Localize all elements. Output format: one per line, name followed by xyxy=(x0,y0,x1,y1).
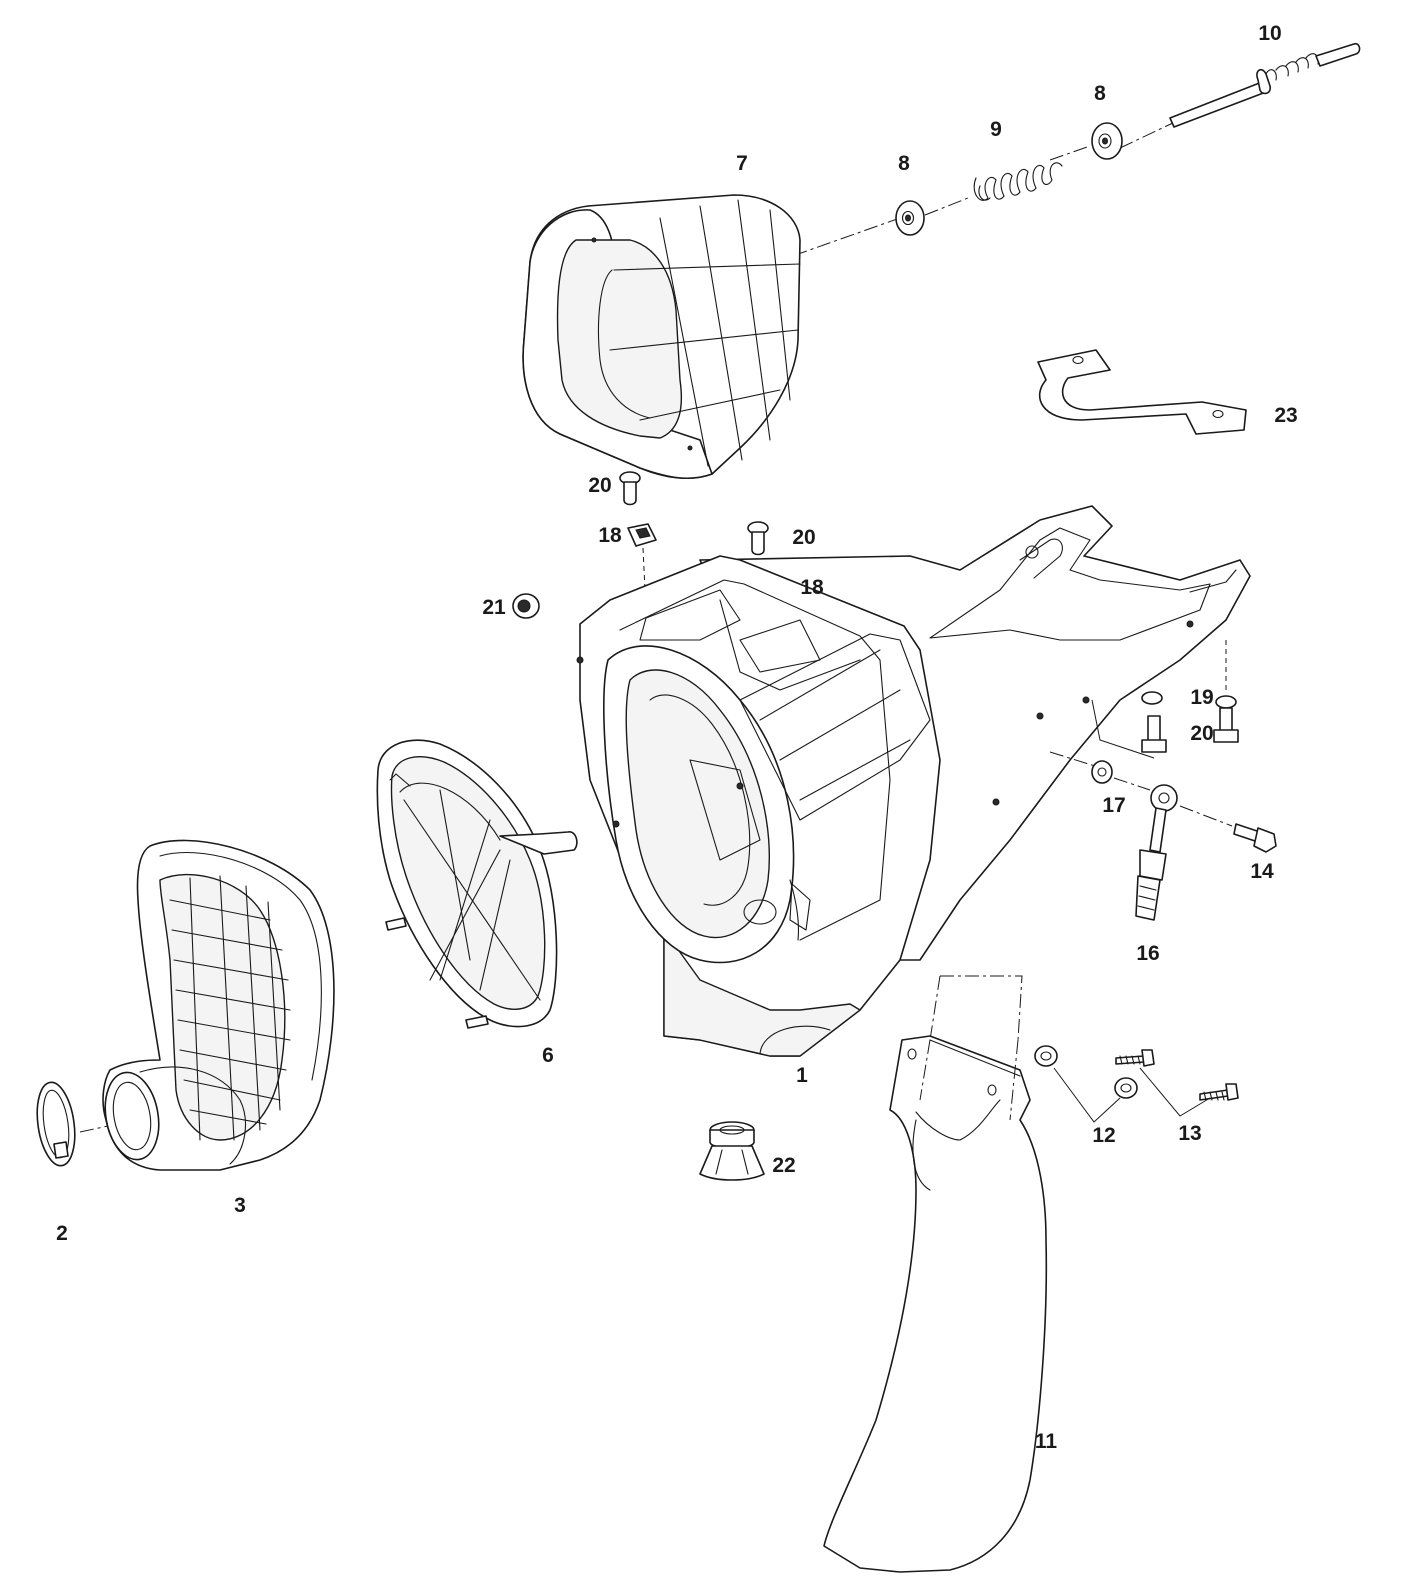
part-11-mud-flap xyxy=(823,975,1048,1573)
callout-8-upper: 8 xyxy=(1094,82,1106,105)
part-1-airbox-housing xyxy=(576,505,1251,1057)
part-12-nut-b xyxy=(1114,1077,1138,1099)
part-8-washer-upper xyxy=(1091,122,1123,160)
part-13-bolt-a xyxy=(1115,1049,1155,1067)
part-19-cap xyxy=(1141,691,1163,705)
part-13-bolt-b xyxy=(1199,1083,1239,1101)
part-20-screw-a xyxy=(619,471,641,506)
part-9-spring xyxy=(924,145,1091,216)
callout-labels: 1 2 3 6 7 8 8 9 10 11 12 13 14 16 17 18 … xyxy=(56,22,1298,1453)
callout-2: 2 xyxy=(56,1222,68,1245)
part-17-spacer xyxy=(1049,751,1113,784)
part-20-screw-b xyxy=(747,521,769,556)
part-3-intake-boot xyxy=(102,839,335,1171)
part-6-filter-cage xyxy=(376,739,578,1029)
callout-9: 9 xyxy=(990,118,1002,141)
callout-17: 17 xyxy=(1102,794,1125,817)
callout-20-top: 20 xyxy=(588,474,611,497)
callout-14: 14 xyxy=(1250,860,1274,883)
callout-18-left: 18 xyxy=(598,524,622,547)
callout-16: 16 xyxy=(1136,942,1159,965)
part-12-nut-a xyxy=(1034,1045,1058,1067)
callout-7: 7 xyxy=(736,152,748,175)
part-20-screw-d xyxy=(1213,640,1239,743)
part-22-drain-valve xyxy=(699,1121,765,1181)
callout-8-lower: 8 xyxy=(898,152,910,175)
callout-12: 12 xyxy=(1092,1124,1115,1147)
part-8-washer-lower xyxy=(769,200,925,265)
part-23-bracket xyxy=(1037,349,1247,435)
callout-10: 10 xyxy=(1258,22,1281,45)
callout-19: 19 xyxy=(1190,686,1213,709)
part-10-rod xyxy=(1119,42,1361,149)
callout-1: 1 xyxy=(796,1064,808,1087)
part-21-grommet xyxy=(512,593,540,619)
leader-lines xyxy=(1053,1067,1211,1123)
part-14-bolt xyxy=(1179,805,1277,853)
callout-3: 3 xyxy=(234,1194,246,1217)
part-18-clip-a xyxy=(627,523,657,591)
callout-11: 11 xyxy=(1035,1430,1058,1453)
callout-6: 6 xyxy=(542,1044,554,1067)
callout-23: 23 xyxy=(1274,404,1297,427)
callout-20-right: 20 xyxy=(1190,722,1213,745)
callout-21: 21 xyxy=(482,596,506,619)
part-2-clamp xyxy=(36,1081,109,1167)
callout-18-right: 18 xyxy=(800,576,824,599)
part-7-filter-cone xyxy=(522,194,801,480)
part-20-screw-c xyxy=(1091,699,1167,759)
callout-22: 22 xyxy=(772,1154,795,1177)
callout-20-middle: 20 xyxy=(792,526,815,549)
part-16-strap xyxy=(1113,777,1178,921)
callout-13: 13 xyxy=(1178,1122,1201,1145)
